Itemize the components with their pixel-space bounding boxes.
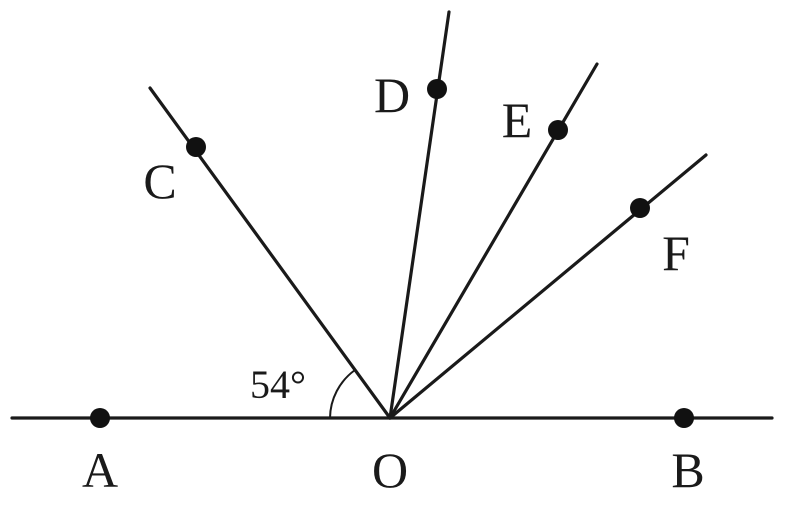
label-b: B	[671, 442, 704, 498]
angle-label-54: 54°	[250, 362, 306, 407]
label-e: E	[502, 92, 533, 148]
label-f: F	[662, 225, 690, 281]
label-d: D	[374, 67, 410, 123]
point-d	[427, 79, 447, 99]
ray-of	[388, 153, 708, 420]
angle-arc-54	[329, 369, 356, 419]
label-c: C	[143, 153, 176, 209]
point-c	[186, 137, 206, 157]
point-f	[630, 198, 650, 218]
point-a	[90, 408, 110, 428]
point-b	[674, 408, 694, 428]
point-e	[548, 120, 568, 140]
label-o: O	[372, 442, 408, 498]
ray-oe	[388, 62, 599, 420]
label-a: A	[82, 442, 118, 498]
